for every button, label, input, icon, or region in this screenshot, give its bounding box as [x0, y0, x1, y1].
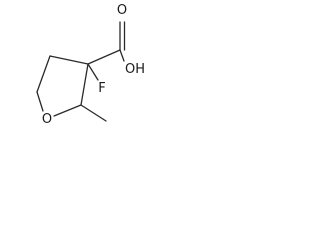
bond-c2-methyl: [80, 104, 107, 122]
atom-label-carbonyl-oxygen: O: [117, 3, 127, 18]
atom-label-fluorine: F: [98, 81, 105, 96]
atom-label-ring-oxygen: O: [42, 112, 52, 127]
bond-c3-c2: [80, 63, 89, 106]
bond-o1-c5: [36, 91, 44, 112]
bond-c4-c3: [49, 55, 89, 65]
chemical-structure-diagram: O OH F O: [36, 3, 145, 127]
bond-carboxyl-c-oh: [119, 49, 125, 62]
bond-c3-fluorine: [87, 63, 99, 81]
bond-c2-o1: [53, 104, 82, 117]
bond-c5-c4: [36, 55, 51, 93]
atom-label-hydroxyl: OH: [125, 62, 145, 77]
bond-c3-carboxyl-carbon: [87, 49, 121, 65]
